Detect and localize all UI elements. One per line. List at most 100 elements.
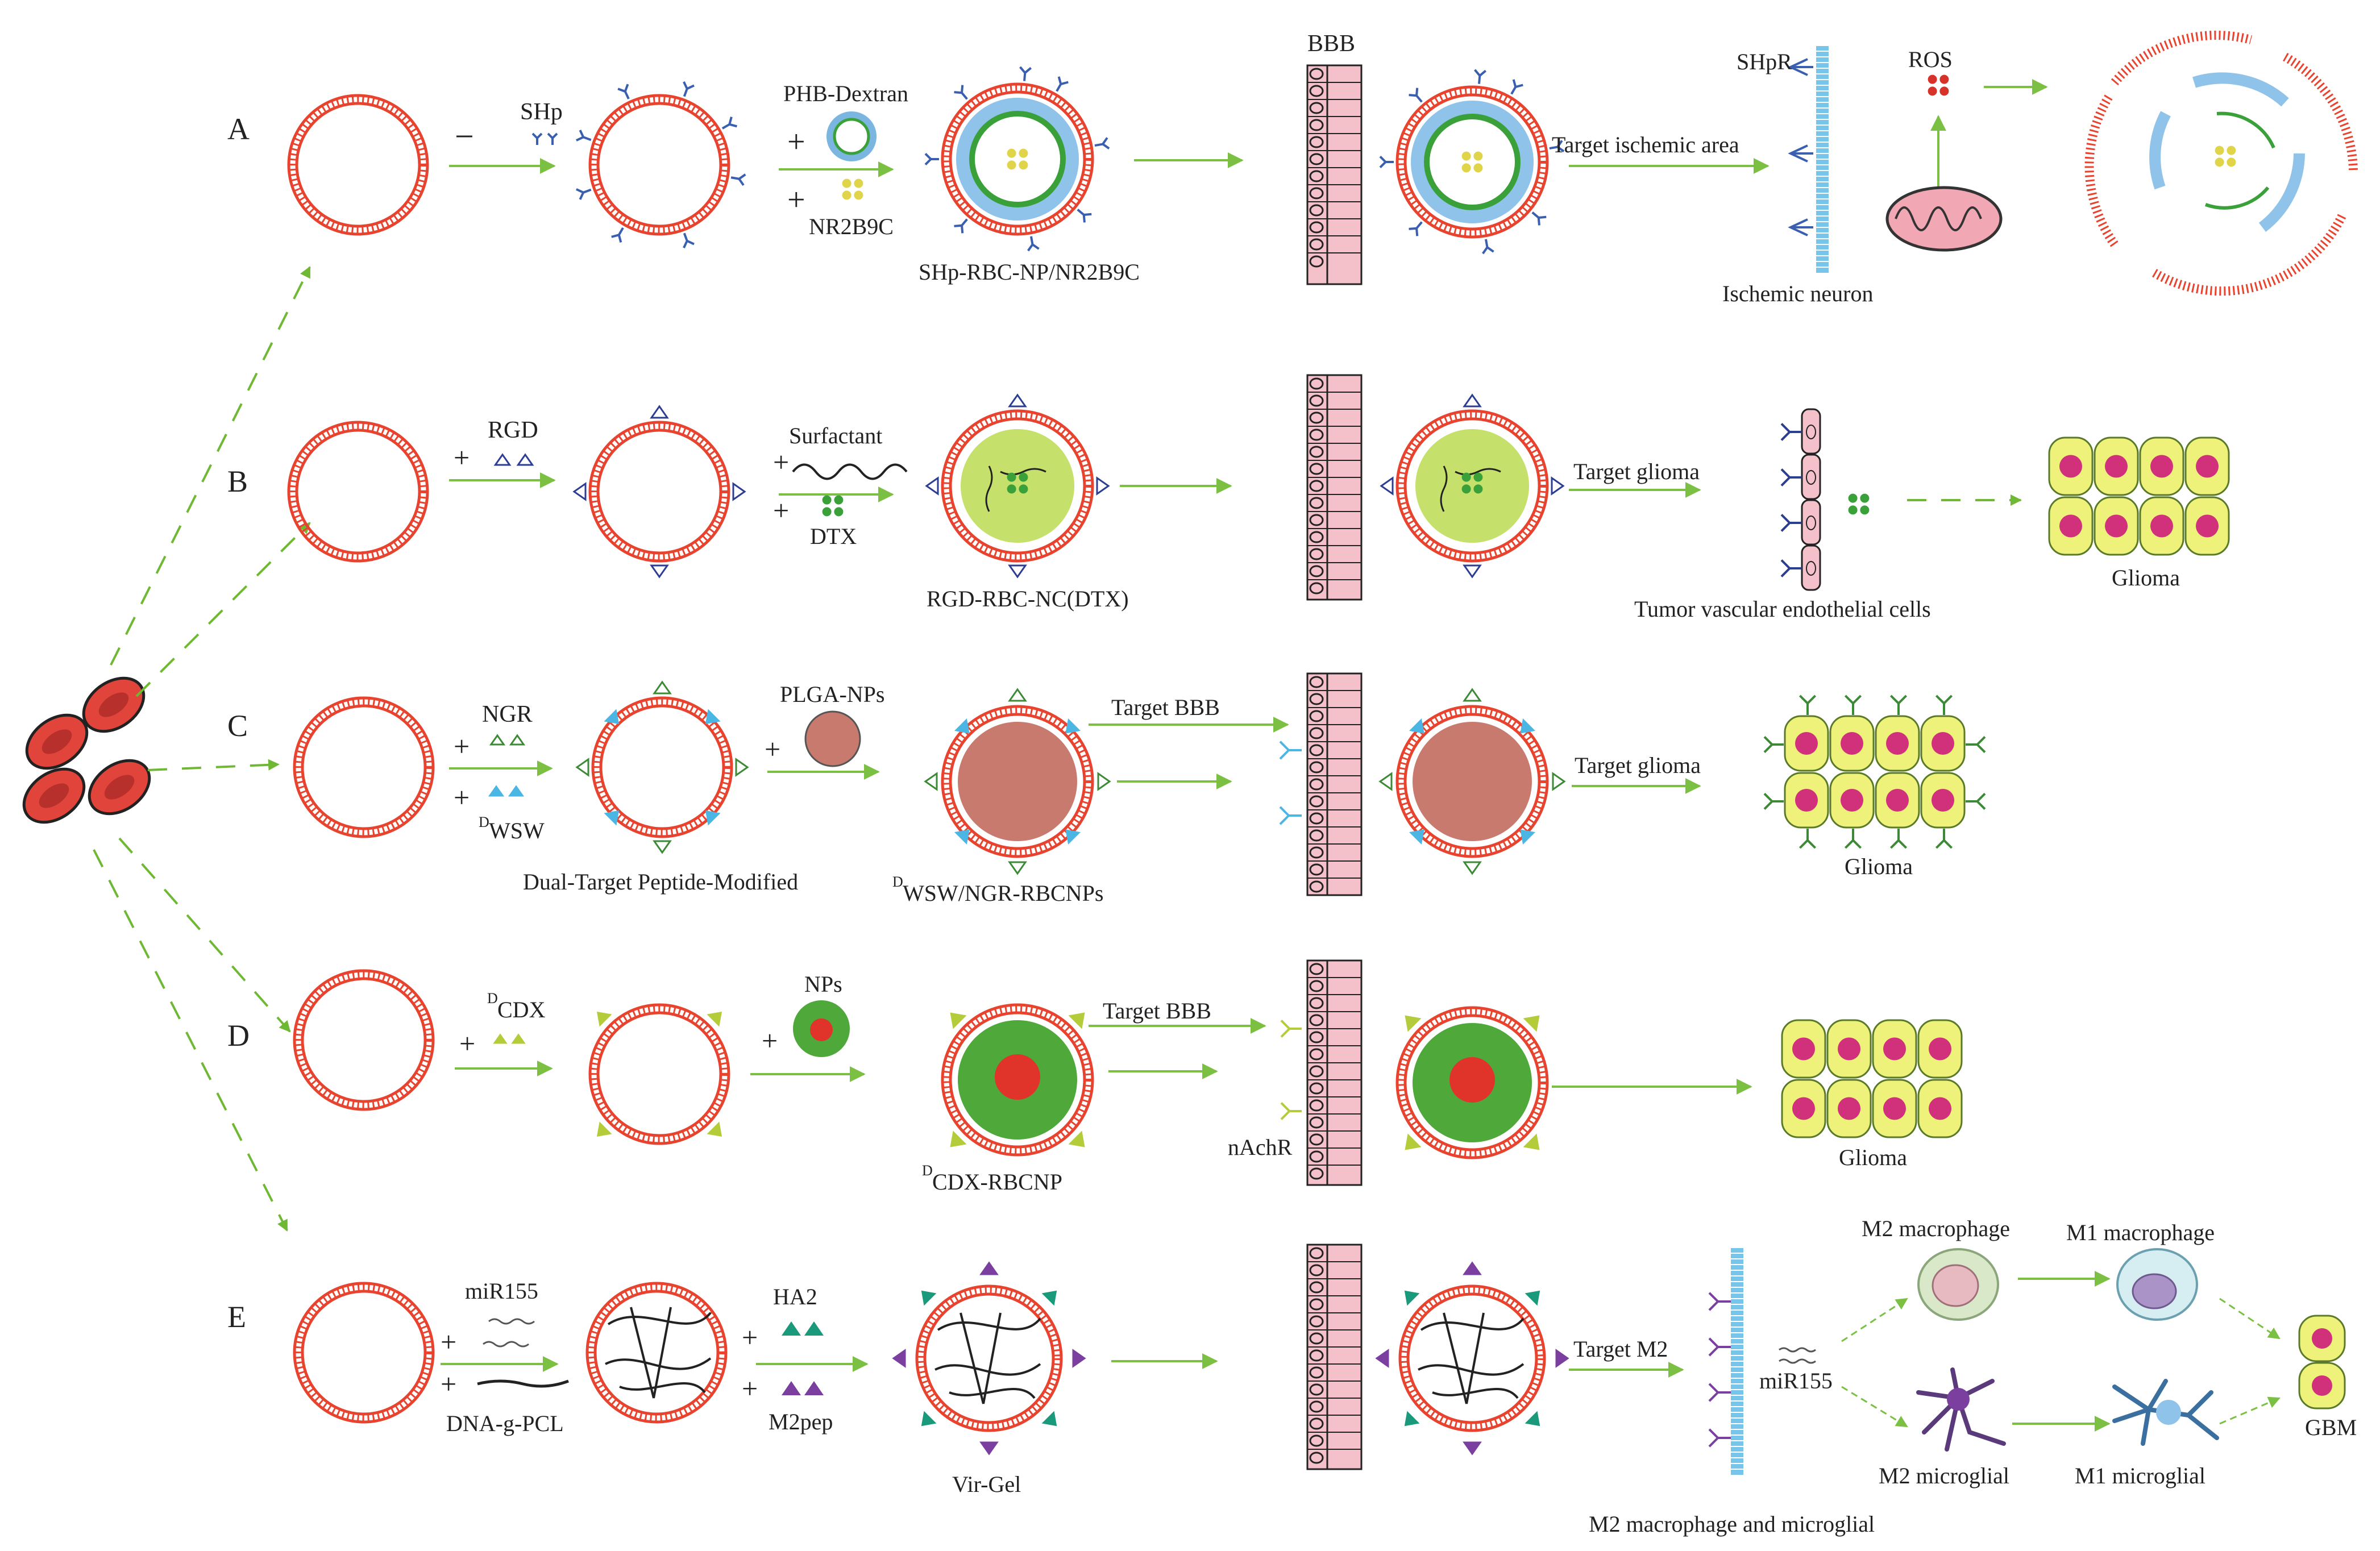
a-np2-cargo-0 xyxy=(1461,151,1471,161)
c-bbb-receptor-1 xyxy=(1279,741,1302,760)
rbc-3 xyxy=(88,759,151,816)
a-np-ligand-4 xyxy=(954,218,968,234)
bbb-e-nucleus-4 xyxy=(1309,1315,1324,1328)
a-np2-ligand-3 xyxy=(1482,239,1494,255)
b-rgd-1 xyxy=(493,453,512,466)
a-vesicle-3 xyxy=(941,82,1094,236)
c-vesicle-2 xyxy=(591,696,733,838)
c-glioma-nucleus-0-0 xyxy=(1795,732,1818,755)
bbb-b-nucleus-4 xyxy=(1309,446,1324,458)
bbb-a-nucleus-10 xyxy=(1309,238,1324,251)
d-nachr-receptor-2-stroke xyxy=(1280,1102,1302,1120)
bbb-c-nucleus-1 xyxy=(1309,693,1324,705)
bbb-b-nucleus-2 xyxy=(1309,411,1324,424)
e-ha2-ligand-0 xyxy=(1041,1290,1057,1306)
a-np-ligand-5-stroke xyxy=(924,152,939,166)
c-plus-1: + xyxy=(454,730,470,762)
a-plus-1: + xyxy=(787,124,805,160)
a-np2-cargo-2 xyxy=(1461,163,1471,173)
b-integrin-3-stroke xyxy=(1780,559,1802,577)
b-target-label: Target glioma xyxy=(1573,459,1700,484)
bbb-b xyxy=(1306,374,1363,601)
e-ha2-2 xyxy=(804,1321,824,1336)
d-nachr-label: nAchR xyxy=(1228,1134,1293,1160)
c-wsw-2 xyxy=(508,785,525,797)
c-vesicle-2-inner xyxy=(599,704,725,830)
d-glioma xyxy=(1781,1019,1963,1138)
b-vesicle-4-phospholipids xyxy=(1397,411,1547,561)
e-gbm-label: GBM xyxy=(2305,1415,2357,1440)
c-np-wsw-3 xyxy=(954,718,970,734)
e-vesicle-3-inner xyxy=(923,1292,1055,1424)
bbb-a-nucleus-4 xyxy=(1309,136,1324,148)
e-vir-ha2-2 xyxy=(1404,1411,1420,1427)
b-nc2-ligand-1 xyxy=(1551,476,1565,496)
e-vir-m2pep-0 xyxy=(1463,1261,1482,1275)
bbb-a-nucleus-2 xyxy=(1309,102,1324,114)
e-m2pep-ligand-1 xyxy=(1072,1349,1086,1368)
bbb-c-nucleus-11 xyxy=(1309,863,1324,876)
c-ngr-1 xyxy=(489,734,506,746)
c-glioma-receptor-bot-1 xyxy=(1844,829,1862,849)
e-m2pep-ligand-3 xyxy=(892,1349,906,1368)
a-shp-y1 xyxy=(531,132,543,145)
bbb-d-nucleus-4 xyxy=(1309,1031,1324,1043)
b-released-dtx-0 xyxy=(1848,493,1858,503)
d-vesicle-4-phospholipids xyxy=(1397,1008,1547,1158)
row-letter-e: E xyxy=(227,1300,246,1334)
rbc-0 xyxy=(25,713,89,770)
a-np2-ligand-1 xyxy=(1549,140,1565,152)
bbb-a-nucleus-3 xyxy=(1309,119,1324,131)
bbb-a xyxy=(1306,64,1363,285)
a-np2-ligand-5 xyxy=(1379,155,1394,169)
a-np2-ligand-1-stroke xyxy=(1549,140,1565,152)
bbb-d-nucleus-12 xyxy=(1309,1167,1324,1180)
row-letter-b: B xyxy=(227,464,248,498)
a-shp-label: SHp xyxy=(520,99,563,125)
a-shp-ligand-1-stroke xyxy=(721,117,737,130)
b-integrin-2-stroke xyxy=(1780,514,1802,532)
e-vesicle-3-phospholipids xyxy=(917,1286,1061,1431)
a-shp-y2 xyxy=(547,132,558,145)
d-np-ligand-0 xyxy=(950,1012,967,1029)
c-glioma-receptor-top-2-stroke xyxy=(1889,695,1908,715)
e-m2pep-label: M2pep xyxy=(769,1409,833,1434)
c-vesicle-2-phospholipids xyxy=(593,698,732,837)
misc-graphics xyxy=(477,31,2358,1475)
c-np-wsw-0 xyxy=(1065,718,1081,734)
bbb-d-nucleus-0 xyxy=(1309,963,1324,975)
c-wsw-sup: D xyxy=(479,814,489,830)
b-dtx-dots-0 xyxy=(822,495,832,505)
d-vesicle-4 xyxy=(1395,1006,1549,1159)
e-caption-label: M2 macrophage and microglial xyxy=(1589,1511,1875,1537)
dash-arrow-d xyxy=(118,837,291,1033)
c-glioma-receptor-left-1 xyxy=(1763,792,1784,810)
d-np2-ligand-1 xyxy=(1523,1015,1540,1032)
b-nc-cargo-0 xyxy=(1007,472,1016,482)
b-integrin-0-stroke xyxy=(1780,423,1802,441)
b-released-dtx-2 xyxy=(1848,505,1858,515)
e-vir-ha2-1 xyxy=(1525,1411,1540,1427)
bbb-b-nucleus-1 xyxy=(1309,394,1324,407)
c-glioma-receptor-bot-2 xyxy=(1889,829,1908,849)
e-mir155-b-label: miR155 xyxy=(1759,1368,1833,1394)
c-ngr-ligand-0 xyxy=(653,680,672,695)
d-glioma-nucleus-0-3 xyxy=(1929,1037,1951,1061)
rbc-2 xyxy=(22,767,86,824)
d-cdx-ligand-0 xyxy=(596,1011,612,1027)
a-ruptured-core-g1 xyxy=(2216,111,2275,149)
bbb-b-nucleus-9 xyxy=(1309,531,1324,543)
d-glioma-nucleus-0-1 xyxy=(1838,1037,1860,1061)
c-ngr-ligand-2 xyxy=(653,840,672,854)
c-np-ngr-2 xyxy=(1008,861,1027,875)
e-vir-m2pep-3 xyxy=(1375,1349,1389,1368)
a-np-ligand-2 xyxy=(1077,209,1092,223)
a-np2-cargo-1 xyxy=(1473,151,1483,161)
e-m2-macrophage-label: M2 macrophage xyxy=(1862,1216,2010,1241)
bbb-d-nucleus-9 xyxy=(1309,1116,1324,1129)
e-mir155-strand xyxy=(488,1318,535,1325)
c-glioma-receptor-left-0 xyxy=(1763,735,1784,754)
bbb-c-nucleus-4 xyxy=(1309,744,1324,756)
a-shpr-label: SHpR xyxy=(1737,49,1792,74)
